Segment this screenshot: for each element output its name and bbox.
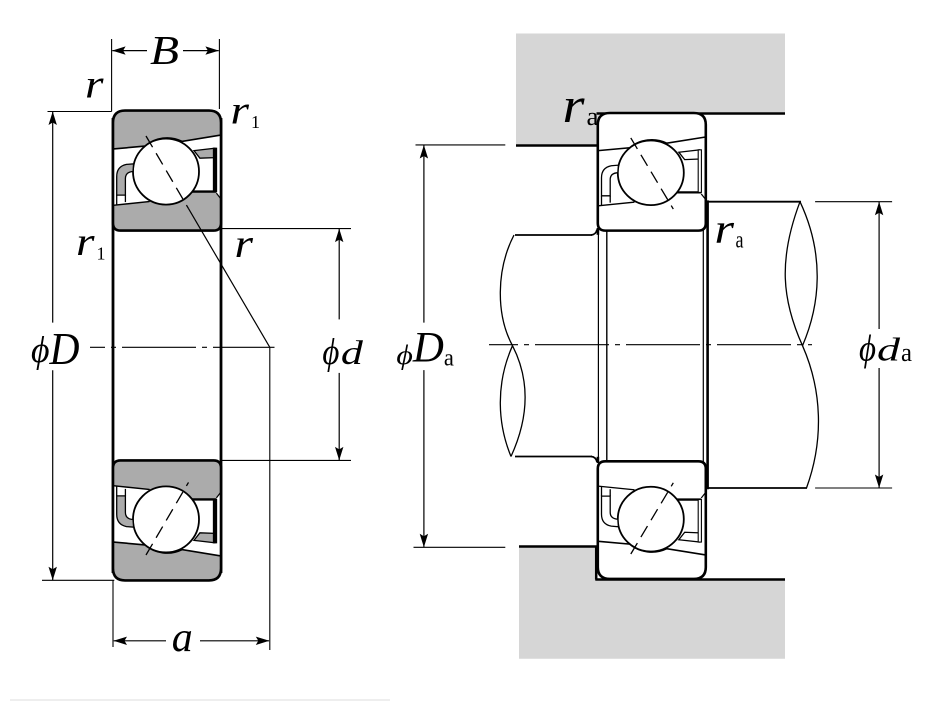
svg-text:ϕda: ϕda	[859, 328, 912, 369]
svg-text:B: B	[150, 27, 179, 73]
svg-text:ϕDa: ϕDa	[396, 324, 454, 372]
svg-text:r: r	[235, 221, 254, 266]
svg-text:r: r	[85, 62, 104, 107]
svg-text:ϕD: ϕD	[31, 323, 80, 374]
svg-text:r1: r1	[231, 87, 261, 132]
svg-text:ra: ra	[563, 77, 599, 133]
svg-text:a: a	[172, 615, 193, 661]
svg-text:r1: r1	[76, 219, 106, 264]
svg-text:ϕd: ϕd	[322, 332, 363, 373]
svg-text:ra: ra	[715, 207, 744, 254]
